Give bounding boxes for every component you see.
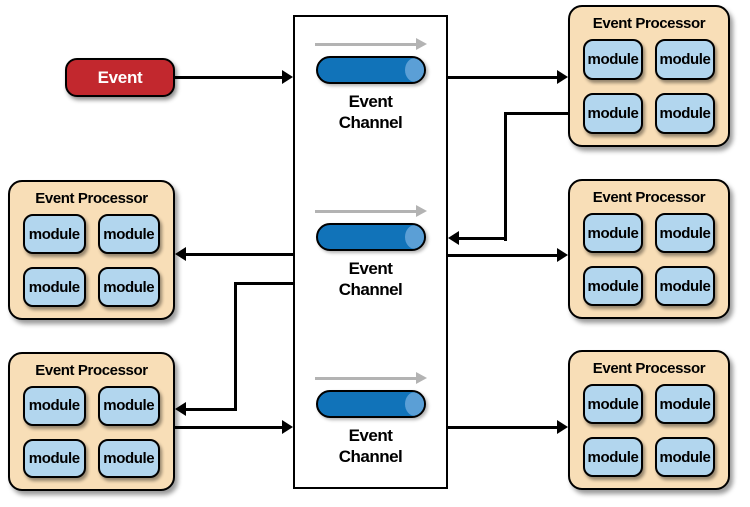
- arrowhead-right-icon: [557, 248, 568, 262]
- processor-title: Event Processor: [592, 189, 706, 206]
- module: module: [583, 437, 643, 477]
- module: module: [583, 213, 643, 253]
- event-processor-middle-left: Event Processor module module module mod…: [8, 180, 175, 320]
- processor-title: Event Processor: [592, 15, 706, 32]
- event-channel-container: Event Channel Event Channel Event Channe…: [293, 15, 448, 489]
- event-channel-2: Event Channel: [295, 204, 446, 300]
- event-box-label: Event: [97, 67, 143, 87]
- module: module: [583, 93, 643, 134]
- module-grid: module module module module: [583, 213, 715, 306]
- arrowhead-left-icon: [448, 231, 459, 245]
- flow-direction-arrow-icon: [314, 204, 427, 218]
- module: module: [655, 213, 715, 253]
- flow-direction-arrow-icon: [314, 37, 427, 51]
- module: module: [655, 384, 715, 424]
- arrowhead-right-icon: [282, 420, 293, 434]
- module: module: [97, 214, 160, 254]
- event-channel-cylinder: [315, 390, 426, 418]
- event-channel-label: Event Channel: [338, 92, 403, 132]
- arrowhead-right-icon: [557, 420, 568, 434]
- module: module: [583, 266, 643, 306]
- event-processor-middle-right: Event Processor module module module mod…: [568, 179, 730, 319]
- module: module: [97, 267, 160, 307]
- event-processor-bottom-left: Event Processor module module module mod…: [8, 352, 175, 491]
- module: module: [655, 266, 715, 306]
- module: module: [583, 39, 643, 80]
- module: module: [655, 437, 715, 477]
- module: module: [97, 438, 160, 478]
- event-channel-cylinder: [315, 56, 426, 84]
- module-grid: module module module module: [583, 39, 715, 134]
- event-channel-1: Event Channel: [295, 37, 446, 133]
- event-box: Event: [65, 58, 175, 97]
- module: module: [583, 384, 643, 424]
- module-grid: module module module module: [583, 384, 715, 477]
- event-channel-3: Event Channel: [295, 371, 446, 467]
- arrowhead-left-icon: [175, 247, 186, 261]
- module: module: [23, 386, 86, 426]
- module: module: [97, 386, 160, 426]
- event-channel-label: Event Channel: [338, 426, 403, 466]
- module: module: [23, 438, 86, 478]
- module: module: [23, 267, 86, 307]
- event-processor-bottom-right: Event Processor module module module mod…: [568, 350, 730, 490]
- arrowhead-right-icon: [282, 70, 293, 84]
- module-grid: module module module module: [23, 386, 160, 478]
- event-channel-label: Event Channel: [338, 259, 403, 299]
- event-processor-top-right: Event Processor module module module mod…: [568, 5, 730, 147]
- module: module: [655, 39, 715, 80]
- flow-direction-arrow-icon: [314, 371, 427, 385]
- processor-title: Event Processor: [35, 190, 148, 207]
- processor-title: Event Processor: [592, 360, 706, 377]
- module: module: [655, 93, 715, 134]
- arrowhead-left-icon: [175, 402, 186, 416]
- processor-title: Event Processor: [35, 362, 148, 379]
- module: module: [23, 214, 86, 254]
- arrowhead-right-icon: [557, 70, 568, 84]
- module-grid: module module module module: [23, 214, 160, 307]
- event-channel-cylinder: [315, 223, 426, 251]
